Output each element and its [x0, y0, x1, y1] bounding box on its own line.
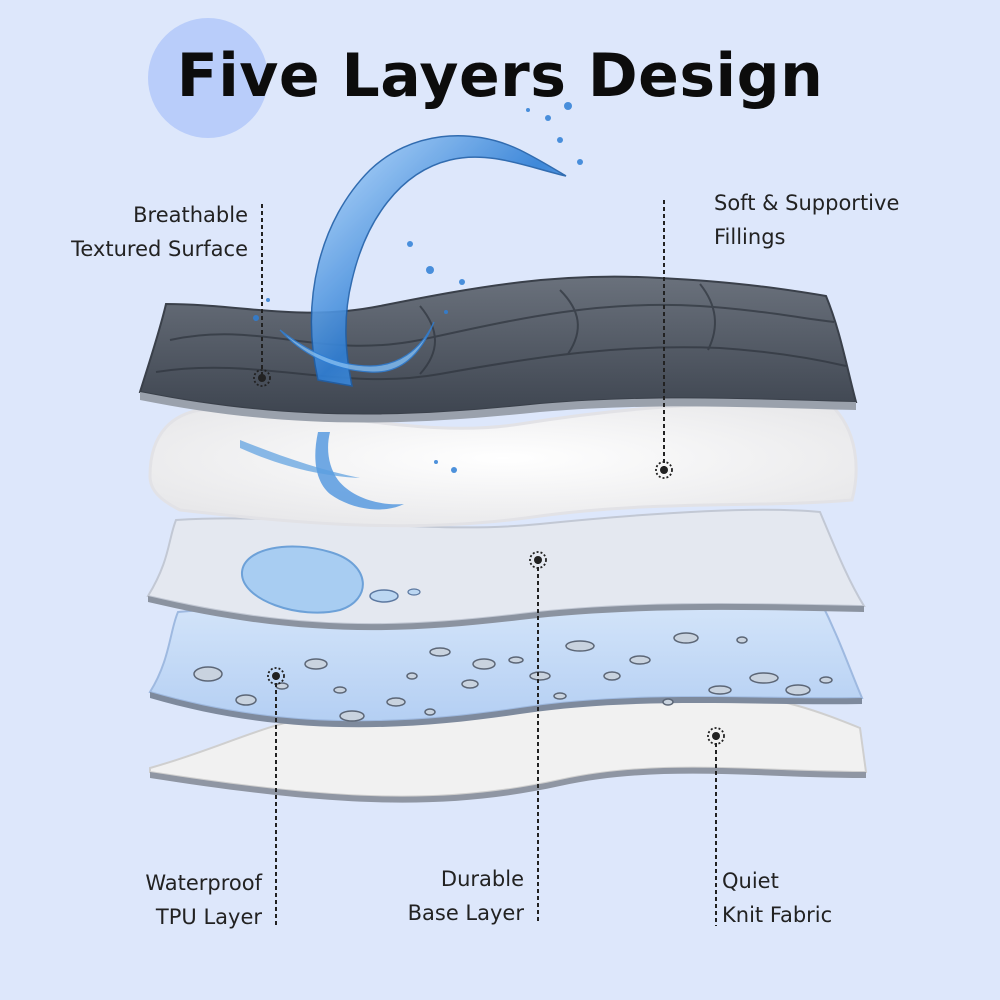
water-splash-icon — [240, 102, 583, 510]
callout-markers — [253, 369, 725, 745]
label-durable-line1: Durable — [440, 867, 524, 891]
label-durable-line2: Base Layer — [407, 901, 524, 925]
label-soft-line1: Soft & Supportive — [714, 191, 900, 215]
label-soft-fillings: Soft & Supportive Fillings — [714, 186, 974, 254]
textured-top-layer — [138, 275, 858, 423]
label-waterproof-line2: TPU Layer — [155, 905, 262, 929]
label-waterproof: Waterproof TPU Layer — [40, 866, 262, 934]
marker-breathable-icon — [253, 369, 271, 387]
label-soft-line2: Fillings — [714, 225, 786, 249]
marker-soft-icon — [655, 461, 673, 479]
label-waterproof-line1: Waterproof — [145, 871, 262, 895]
decorative-circle — [148, 18, 268, 138]
label-durable: Durable Base Layer — [330, 862, 524, 930]
label-breathable-line2: Textured Surface — [71, 237, 248, 261]
label-breathable-line1: Breathable — [133, 203, 248, 227]
fillings-layer — [148, 401, 858, 528]
label-quiet-line2: Knit Fabric — [722, 903, 833, 927]
marker-waterproof-icon — [267, 667, 285, 685]
callout-lines — [261, 200, 717, 928]
base-layer — [146, 508, 866, 631]
marker-durable-icon — [529, 551, 547, 569]
marker-quiet-icon — [707, 727, 725, 745]
label-breathable: Breathable Textured Surface — [30, 198, 248, 266]
page-title: Five Layers Design — [176, 41, 824, 111]
water-droplets — [193, 632, 833, 722]
water-bead — [240, 545, 364, 614]
label-quiet-line1: Quiet — [722, 869, 779, 893]
label-quiet: Quiet Knit Fabric — [722, 864, 922, 932]
